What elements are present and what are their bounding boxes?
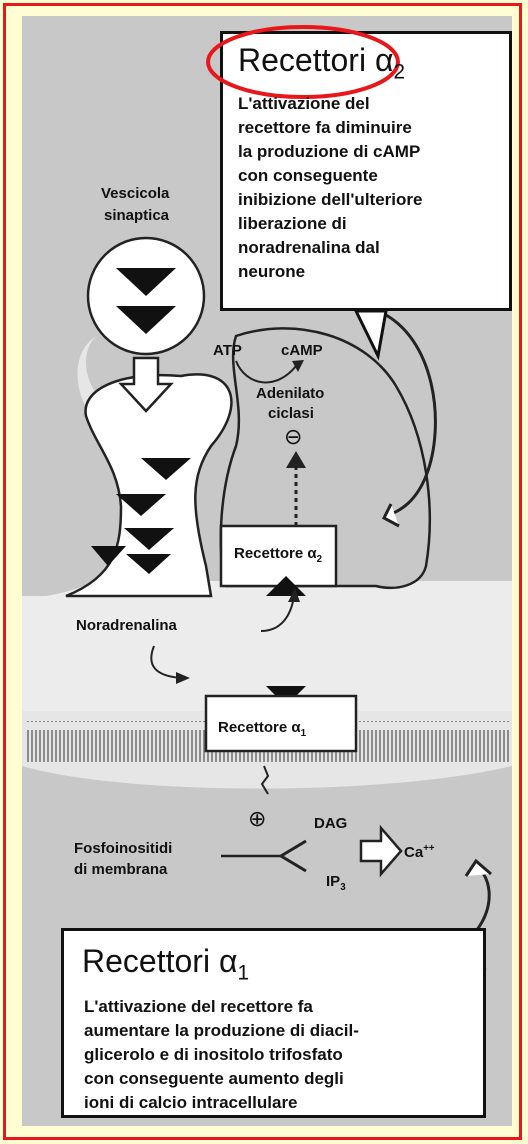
alpha1-line-4: con conseguente aumento degli [84,1069,344,1089]
alpha2-line-1: L'attivazione del [238,94,370,114]
phospho-label-1: Fosfoinositidi [74,841,172,856]
alpha1-line-1: L'attivazione del recettore fa [84,997,313,1017]
alpha1-box-title: Recettori α1 [82,943,249,985]
alpha2-line-2: recettore fa diminuire [238,118,412,138]
calcium-label: Ca++ [404,844,435,860]
alpha2-box-title: Recettori α2 [238,42,405,84]
alpha2-line-3: la produzione di cAMP [238,142,420,162]
ip3-label: IP3 [326,874,346,893]
alpha2-info-box: Recettori α2 L'attivazione del recettore… [220,31,512,311]
alpha1-info-box: Recettori α1 L'attivazione del recettore… [61,928,486,1118]
dag-label: DAG [314,816,347,831]
atp-label: ATP [213,343,242,358]
inhibit-sign: ⊖ [284,426,302,448]
noradrenaline-label: Noradrenalina [76,618,177,633]
receptor-alpha1-label: Recettore α1 [218,720,306,739]
alpha2-line-6: liberazione di [238,214,347,234]
adenylate-label-1: Adenilato [256,386,324,401]
synaptic-cleft [22,581,512,711]
camp-label: cAMP [281,343,323,358]
receptor-alpha2-label: Recettore α2 [234,546,322,565]
alpha2-line-4: con conseguente [238,166,378,186]
vesicle-label-1: Vescicola [101,186,169,201]
alpha1-line-5: ioni di calcio intracellulare [84,1093,298,1113]
alpha2-line-7: noradrenalina dal [238,238,380,258]
adenylate-label-2: ciclasi [268,406,314,421]
diagram-frame: Recettori α2 L'attivazione del recettore… [3,3,522,1140]
plus-sign: ⊕ [248,808,266,830]
alpha1-line-2: aumentare la produzione di diacil- [84,1021,359,1041]
alpha2-line-8: neurone [238,262,305,282]
vesicle-label-2: sinaptica [104,208,169,223]
alpha1-line-3: glicerolo e di inositolo trifosfato [84,1045,343,1065]
phospho-label-2: di membrana [74,862,167,877]
alpha2-line-5: inibizione dell'ulteriore [238,190,422,210]
